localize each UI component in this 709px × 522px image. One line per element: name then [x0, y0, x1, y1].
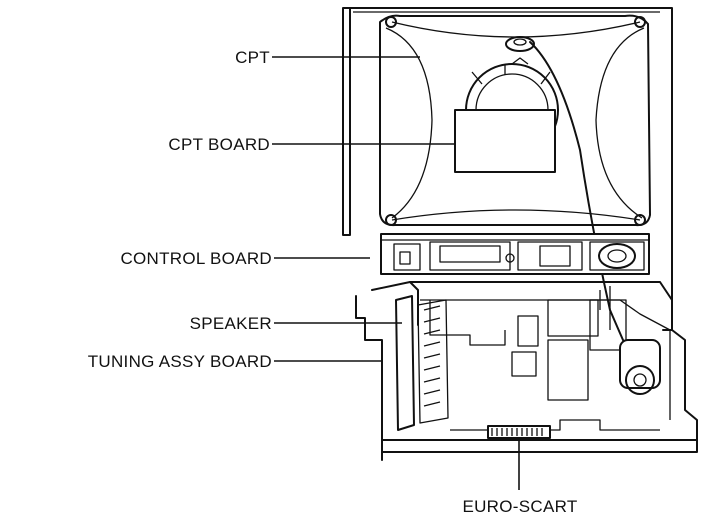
label-euro-scart: EURO-SCART — [462, 497, 577, 516]
label-cpt: CPT — [235, 48, 270, 67]
label-cpt-board: CPT BOARD — [168, 135, 270, 154]
label-speaker: SPEAKER — [190, 314, 272, 333]
cabinet — [342, 7, 673, 331]
label-control-board: CONTROL BOARD — [120, 249, 272, 268]
chassis-tray — [355, 281, 698, 461]
cpt-board — [454, 109, 556, 173]
label-tuning-assy-board: TUNING ASSY BOARD — [88, 352, 272, 371]
control-board — [380, 233, 650, 275]
euro-scart-connector — [487, 425, 551, 439]
